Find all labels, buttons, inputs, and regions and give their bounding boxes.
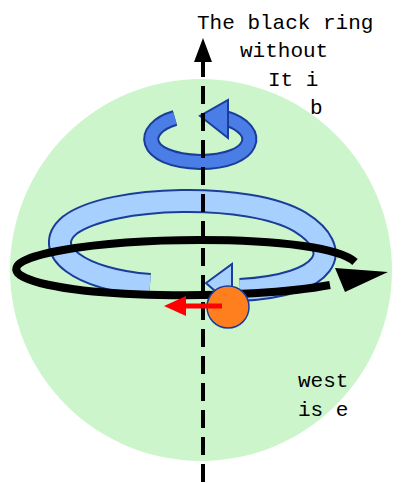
note-text: b	[310, 97, 323, 121]
note-text: The black ring	[197, 12, 373, 36]
note-text: without	[240, 40, 328, 64]
rotation-axis	[201, 60, 205, 482]
note-text: west	[298, 370, 348, 394]
black-ring	[16, 240, 355, 295]
velocity-arrowhead	[164, 296, 186, 316]
sphere	[10, 79, 392, 461]
ring-arrowhead	[335, 268, 388, 292]
small-rotation-arrow	[151, 118, 249, 162]
note-text: is e	[298, 399, 348, 423]
note-text: It i	[268, 69, 318, 93]
small-rotation-arrow-outline	[151, 118, 249, 162]
axis-arrowhead	[194, 38, 212, 62]
velocity-arrow	[184, 304, 222, 309]
